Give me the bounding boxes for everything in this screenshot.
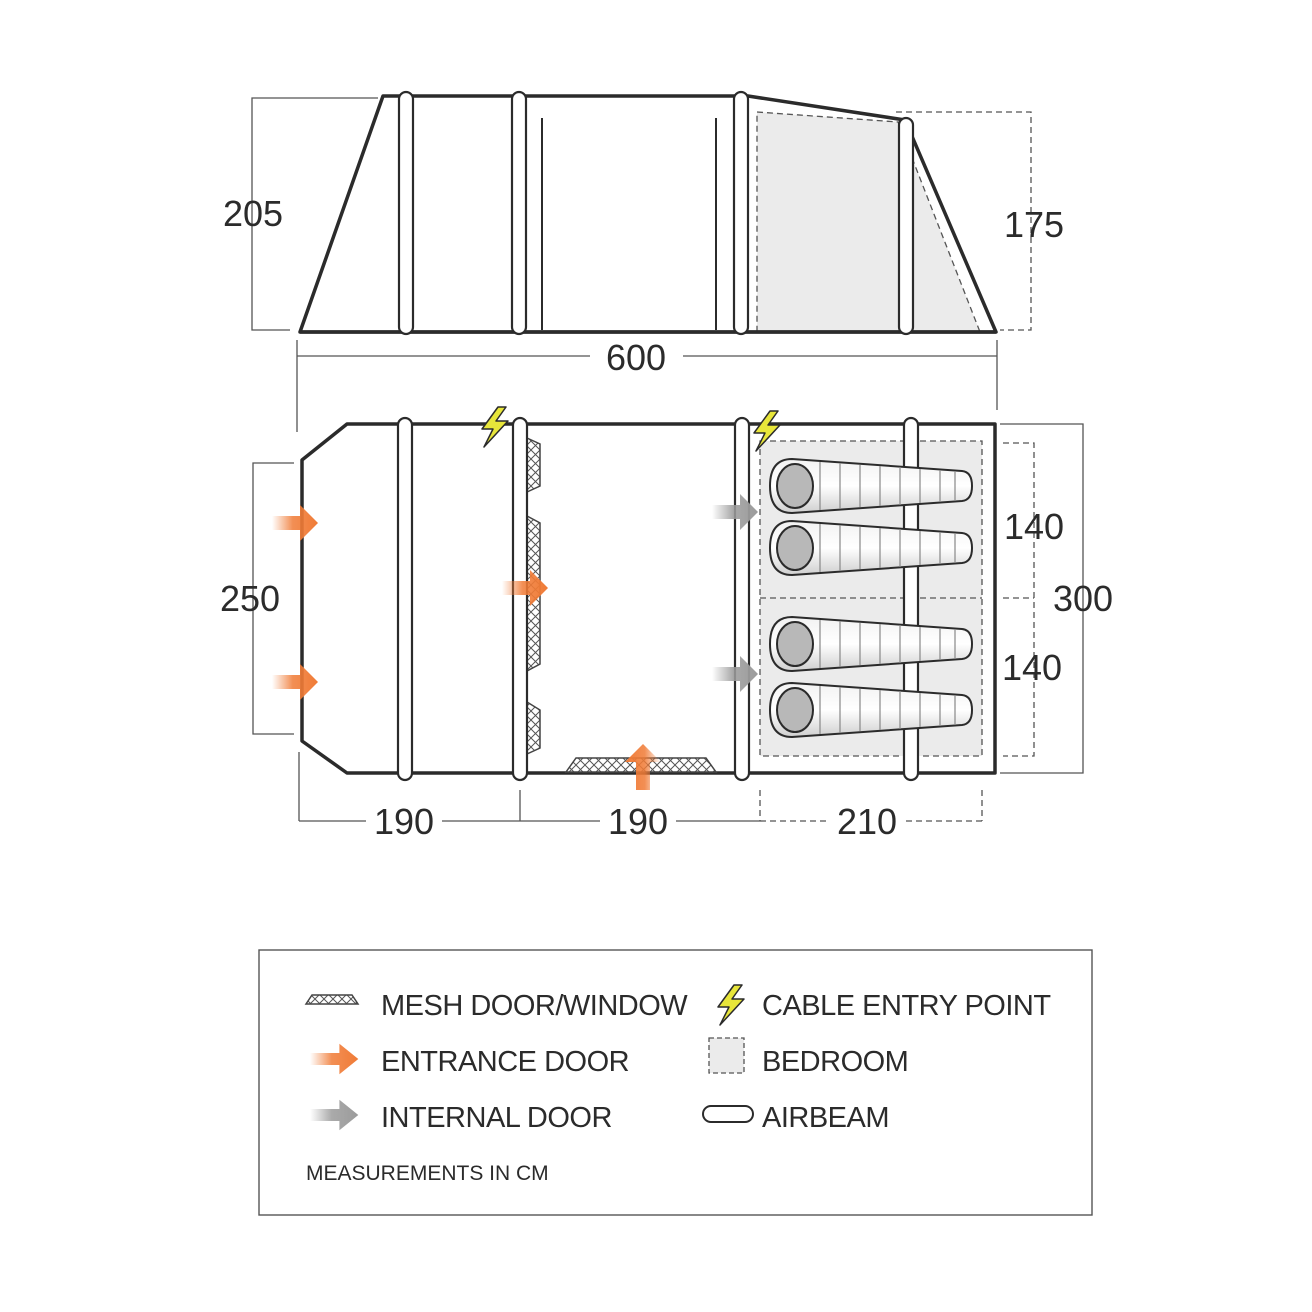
legend: MESH DOOR/WINDOW ENTRANCE DOOR INTERNAL …	[258, 949, 1093, 1216]
legend-label-mesh: MESH DOOR/WINDOW	[381, 990, 688, 1022]
legend-label-bedroom: BEDROOM	[762, 1046, 908, 1078]
dim-label-width-front: 250	[220, 578, 280, 619]
legend-label-airbeam: AIRBEAM	[762, 1102, 889, 1134]
dim-label-bedroom-width-2: 140	[1002, 647, 1062, 688]
side-airbeam	[510, 90, 528, 336]
cable-icon	[717, 984, 745, 1026]
floor-plan: 250 300 140 140 190 190 210	[220, 406, 1113, 842]
bedroom-icon	[708, 1037, 745, 1074]
legend-label-entrance: ENTRANCE DOOR	[381, 1046, 629, 1078]
cable-entry-icon	[753, 410, 781, 452]
cable-entry-icon	[481, 406, 509, 448]
plan-airbeam	[902, 416, 920, 782]
floor-plan-outline	[300, 422, 997, 775]
dim-line-width-total	[1000, 423, 1084, 774]
side-airbeam	[397, 90, 415, 336]
dim-label-height-rear: 175	[1004, 204, 1064, 245]
side-elevation: 205 175 600	[223, 90, 1064, 432]
entrance-door-arrow-icon	[272, 505, 318, 541]
dim-line-height-rear	[896, 111, 1032, 331]
dim-label-section-1: 190	[374, 801, 434, 842]
side-airbeam	[732, 90, 750, 336]
sleeping-bag-icon	[768, 519, 974, 577]
dim-label-height-front: 205	[223, 193, 283, 234]
entrance-door-arrow-icon	[272, 664, 318, 700]
mesh-icon	[304, 994, 360, 1005]
legend-note: MEASUREMENTS IN CM	[306, 1162, 549, 1185]
dim-line-height-front	[251, 97, 378, 331]
airbeam-icon	[702, 1105, 754, 1123]
sleeping-bag-icon	[768, 457, 974, 515]
mesh-window	[526, 700, 541, 756]
side-airbeam	[897, 116, 915, 336]
plan-airbeam	[733, 416, 751, 782]
legend-box	[258, 949, 1093, 1216]
mesh-window	[526, 436, 541, 494]
dim-label-bedroom-width-1: 140	[1004, 506, 1064, 547]
sleeping-bag-icon	[768, 681, 974, 739]
dim-line-width-front	[252, 462, 294, 735]
plan-airbeam	[511, 416, 529, 782]
dim-label-section-2: 190	[608, 801, 668, 842]
sleeping-bag-icon	[768, 615, 974, 673]
legend-label-cable: CABLE ENTRY POINT	[762, 990, 1051, 1022]
plan-airbeam	[396, 416, 414, 782]
dim-line-bedroom-width	[1003, 442, 1035, 757]
dim-label-section-3: 210	[837, 801, 897, 842]
legend-label-internal: INTERNAL DOOR	[381, 1102, 612, 1134]
dim-label-length-total: 600	[606, 337, 666, 378]
side-view-bedroom-area	[756, 111, 981, 333]
dim-label-width-total: 300	[1053, 578, 1113, 619]
